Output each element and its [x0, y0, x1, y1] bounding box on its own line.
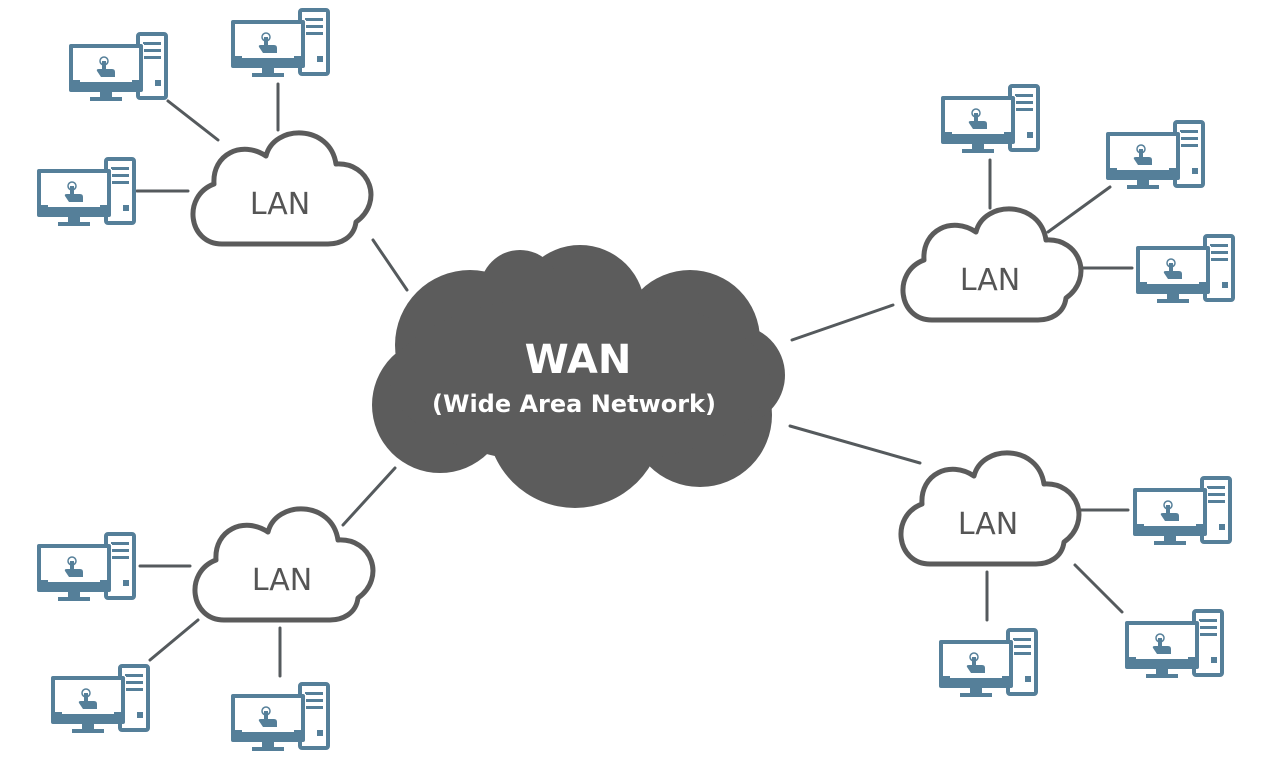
desktop-computer-icon	[1133, 234, 1235, 305]
desktop-computer-icon	[228, 682, 330, 753]
desktop-computer-icon	[1103, 120, 1205, 191]
desktop-computer-icon	[1122, 609, 1224, 680]
desktop-computer-icon	[228, 8, 330, 79]
wan-subtitle: (Wide Area Network)	[432, 390, 716, 418]
lan-label: LAN	[252, 563, 312, 598]
lan-cloud-bottom-left: LAN	[192, 506, 376, 623]
wan-title: WAN	[525, 337, 632, 383]
desktop-computer-icon	[34, 532, 136, 603]
lan-cloud-right-upper: LAN	[900, 206, 1084, 323]
lan-label: LAN	[958, 507, 1018, 542]
desktop-computer-icon	[1130, 476, 1232, 547]
lan-cloud-top-left: LAN	[190, 130, 374, 247]
desktop-computer-icon	[936, 628, 1038, 699]
wan-cloud: WAN (Wide Area Network)	[372, 245, 785, 508]
lan-label: LAN	[250, 187, 310, 222]
lan-cloud-right-lower: LAN	[898, 450, 1082, 567]
lan-label: LAN	[960, 263, 1020, 298]
desktop-computer-icon	[938, 84, 1040, 155]
desktop-computer-icon	[48, 664, 150, 735]
connection-lines	[135, 82, 1134, 678]
desktop-computer-icon	[34, 157, 136, 228]
desktop-computer-icon	[66, 32, 168, 103]
